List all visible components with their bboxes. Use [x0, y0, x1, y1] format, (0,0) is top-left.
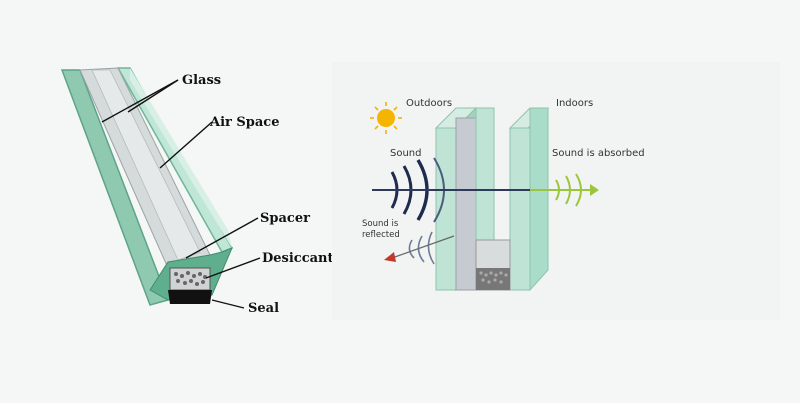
- leader-lines: [101, 79, 261, 309]
- glass-leader-b: [127, 79, 179, 113]
- air-space-label: Air Space: [209, 115, 280, 130]
- absorbed-sound-waves: [555, 173, 582, 207]
- outdoor-glass-pane: [434, 106, 495, 292]
- seal: [168, 290, 212, 304]
- spacer-inner: [91, 69, 201, 261]
- desiccant-beads: [174, 271, 207, 286]
- reflected-sound-waves: [408, 231, 435, 265]
- absorbed-arrowhead: [590, 184, 599, 196]
- indoor-glass-pane: [508, 107, 550, 292]
- sound-insulation-diagram: Outdoors Indoors Sound Sound is absorbed…: [332, 62, 780, 320]
- desiccant-leader: [205, 257, 261, 279]
- air-space-leader: [159, 121, 213, 169]
- reflected-arrowhead: [384, 252, 396, 262]
- spacer-label: Spacer: [260, 211, 310, 226]
- glass-label: Glass: [182, 73, 221, 88]
- seal-label: Seal: [248, 301, 279, 316]
- reflected-path-line: [391, 235, 455, 259]
- sound-reflected-label-line2: reflected: [362, 230, 400, 240]
- sound-reflected-label-line1: Sound is: [362, 219, 399, 229]
- desiccant-box: [169, 267, 211, 291]
- glass-leader-a: [101, 79, 179, 123]
- indoors-label: Indoors: [556, 98, 593, 109]
- inner-glass-face: [130, 68, 232, 248]
- bottom-spacer: [475, 239, 511, 291]
- desiccant-label: Desiccant: [262, 251, 334, 266]
- sun-icon: [370, 102, 402, 134]
- sound-label: Sound: [390, 148, 422, 159]
- seal-leader: [211, 299, 245, 309]
- window-cross-section: Glass Air Space Spacer Desiccant Seal: [60, 67, 334, 316]
- sound-absorbed-label: Sound is absorbed: [552, 148, 645, 159]
- outdoors-label: Outdoors: [406, 98, 452, 109]
- spacer-leader: [185, 217, 259, 259]
